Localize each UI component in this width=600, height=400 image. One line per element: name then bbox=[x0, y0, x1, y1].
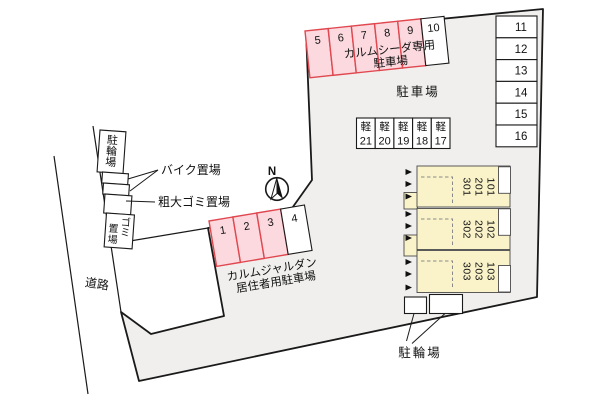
kei-18-label: 18 bbox=[416, 136, 428, 148]
building-entry-3 bbox=[498, 265, 511, 293]
kei-prefix-18: 軽 bbox=[417, 121, 428, 133]
kei-20-label: 20 bbox=[378, 136, 390, 148]
bicycle-parking-left: 駐 輪 場 bbox=[96, 129, 127, 175]
bike-leader-1 bbox=[127, 169, 159, 180]
parking-space-16 bbox=[495, 124, 538, 148]
bicycle-leader-2 bbox=[411, 313, 446, 344]
bicycle-leader-1 bbox=[406, 313, 415, 342]
room-103: 103 bbox=[485, 262, 497, 281]
room-303: 303 bbox=[461, 262, 473, 281]
compass-needle-light bbox=[270, 177, 278, 201]
bulky-trash-box bbox=[103, 193, 133, 216]
cedar-parking-strip: 5 6 7 8 9 10 カルムシーダ専用 駐車場 bbox=[304, 15, 450, 79]
parking-space-4 bbox=[279, 204, 313, 256]
bike-leader-2 bbox=[129, 169, 159, 192]
building-entry-1 bbox=[498, 166, 511, 194]
door-marker-icon bbox=[405, 271, 412, 277]
room-201: 201 bbox=[473, 177, 485, 196]
door-marker-icon bbox=[405, 211, 412, 217]
space-10-label: 10 bbox=[427, 22, 440, 35]
bicycle-shed-2 bbox=[428, 293, 464, 315]
trash-box-rect bbox=[103, 212, 136, 250]
compass-n-label: N bbox=[268, 166, 276, 178]
compass-icon: N bbox=[264, 166, 290, 202]
kei-21-label: 21 bbox=[360, 136, 372, 148]
door-marker-icon bbox=[405, 259, 412, 265]
building-entry-2 bbox=[498, 208, 511, 236]
main-parking-label: 駐車場 bbox=[396, 84, 440, 99]
kei-parking-row: 軽 軽 軽 軽 軽 21 20 19 18 17 bbox=[355, 117, 451, 150]
space-3-label: 3 bbox=[267, 216, 275, 229]
balcony-line-2 bbox=[421, 218, 453, 246]
space-14-label: 14 bbox=[515, 87, 528, 99]
building-unit-2 bbox=[416, 208, 511, 250]
space-7-label: 7 bbox=[360, 30, 367, 43]
bicycle-left-char-1: 駐 bbox=[106, 133, 118, 148]
door-marker-icon bbox=[405, 193, 412, 200]
trash-char-l1: 置 bbox=[108, 223, 119, 236]
room-101: 101 bbox=[485, 177, 497, 196]
door-marker-icon bbox=[405, 235, 412, 241]
balcony-line-1 bbox=[421, 176, 453, 204]
kei-prefix-20: 軽 bbox=[379, 121, 390, 133]
room-202: 202 bbox=[473, 220, 485, 239]
room-301: 301 bbox=[461, 177, 473, 196]
space-9-label: 9 bbox=[407, 25, 414, 38]
bicycle-shed-1 bbox=[403, 296, 428, 315]
space-1-label: 1 bbox=[219, 224, 227, 237]
space-11-label: 11 bbox=[515, 22, 527, 34]
room-102: 102 bbox=[485, 220, 497, 239]
space-8-label: 8 bbox=[384, 27, 391, 40]
door-marker-icon bbox=[405, 181, 412, 187]
kei-space-17 bbox=[430, 117, 451, 150]
building-unit-3 bbox=[416, 250, 511, 293]
door-marker-icon bbox=[405, 223, 412, 229]
space-2-label: 2 bbox=[243, 220, 251, 233]
apartment-building: 301 201 101 302 202 102 303 203 103 bbox=[403, 165, 511, 293]
road-label: 道路 bbox=[84, 274, 110, 292]
door-marker-icon bbox=[405, 169, 412, 175]
road-line-left bbox=[53, 155, 89, 395]
space-16-label: 16 bbox=[515, 131, 528, 143]
space-4-label: 4 bbox=[291, 212, 299, 225]
space-15-label: 15 bbox=[515, 109, 528, 121]
bicycle-parking-bottom: 駐輪場 bbox=[398, 293, 464, 360]
door-marker-icon bbox=[405, 284, 412, 291]
trash-char-r1: ゴ bbox=[120, 216, 131, 230]
bulky-trash-leader bbox=[125, 200, 156, 203]
kei-prefix-17: 軽 bbox=[435, 121, 446, 133]
parking-space-10 bbox=[420, 15, 450, 67]
bicycle-bottom-label: 駐輪場 bbox=[398, 345, 442, 360]
kei-19-label: 19 bbox=[397, 136, 409, 148]
cedar-parking-label-2: 駐車場 bbox=[373, 53, 409, 71]
space-5-label: 5 bbox=[314, 34, 321, 47]
compass-needle-dark bbox=[277, 177, 283, 199]
trash-char-r2: ミ bbox=[120, 228, 131, 240]
bicycle-left-char-3: 場 bbox=[105, 155, 117, 169]
space-13-label: 13 bbox=[515, 66, 528, 78]
kei-17-label: 17 bbox=[435, 136, 447, 148]
bulky-trash-label: 粗大ゴミ置場 bbox=[158, 194, 230, 209]
balcony-line-3 bbox=[421, 260, 453, 288]
trash-box: ゴ ミ 置 場 bbox=[103, 212, 136, 250]
kei-prefix-21: 軽 bbox=[361, 121, 372, 133]
room-302: 302 bbox=[461, 220, 473, 239]
bicycle-left-char-2: 輪 bbox=[106, 143, 118, 158]
bulky-trash-rect bbox=[103, 193, 133, 216]
space-6-label: 6 bbox=[337, 32, 344, 45]
trash-char-l2: 場 bbox=[107, 233, 118, 247]
right-parking-column: 11 12 13 14 15 16 bbox=[495, 15, 538, 148]
space-12-label: 12 bbox=[515, 44, 528, 56]
kei-prefix-19: 軽 bbox=[398, 121, 409, 133]
bike-area-label: バイク置場 bbox=[161, 163, 221, 177]
building-unit-1 bbox=[416, 165, 511, 208]
room-203: 203 bbox=[473, 262, 485, 281]
